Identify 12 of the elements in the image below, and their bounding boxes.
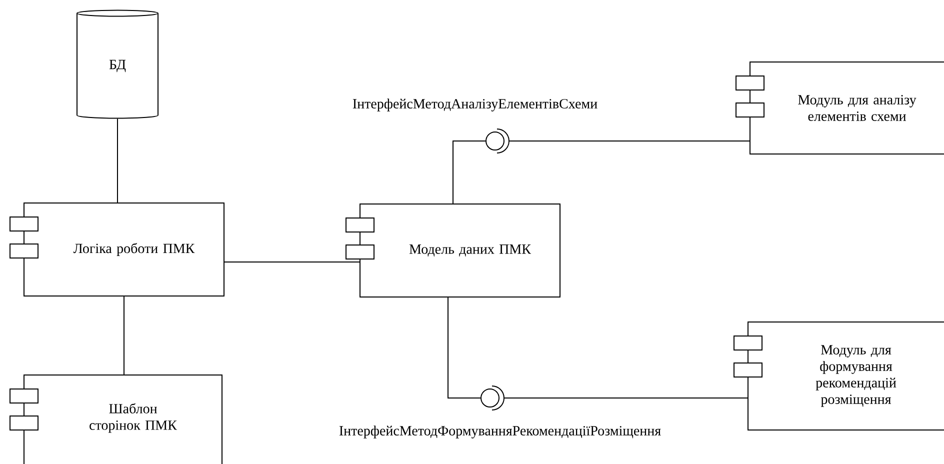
component-box: Модуль для формування рекомендацій розміщення (734, 322, 944, 430)
component-box: Шаблон сторінок ПМК (10, 374, 222, 464)
component-box: Модель даних ПМК (346, 204, 560, 298)
interface-label: ІнтерфейсМетодФормуванняРекомендаціїРозміщення (339, 426, 661, 438)
interface-label: ІнтерфейсМетодАналізуЕлементівСхеми (352, 98, 598, 112)
component-box: Модуль для аналізу елементів схеми (736, 62, 944, 154)
connector-line (448, 297, 481, 398)
database-cylinder: БД (76, 10, 158, 119)
connector-line (452, 140, 486, 204)
connector-line (509, 140, 750, 142)
component-box: Логіка роботи ПМК (10, 202, 224, 296)
connector-line (117, 118, 118, 203)
